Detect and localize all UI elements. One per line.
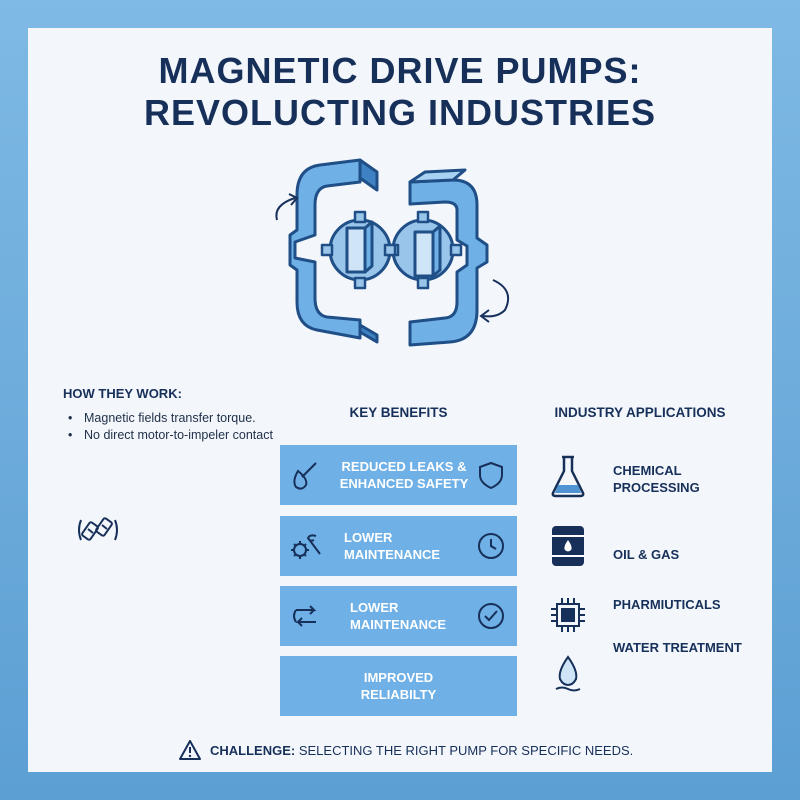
warning-icon <box>179 740 201 760</box>
oil-barrel-icon <box>552 526 584 566</box>
challenge-note: CHALLENGE: SELECTING THE RIGHT PUMP FOR … <box>178 738 633 762</box>
app-label-oil-gas: OIL & GAS <box>613 547 680 562</box>
transfer-arrows-icon <box>293 605 317 627</box>
infographic-card <box>28 28 772 772</box>
clock-icon <box>478 533 504 559</box>
how-they-work-heading: HOW THEY WORK: <box>63 386 182 401</box>
challenge-prefix: CHALLENGE: <box>210 742 296 758</box>
app-label-water: WATER TREATMENT <box>613 640 742 655</box>
checkmark-icon <box>478 603 504 629</box>
page-title: MAGNETIC DRIVE PUMPS: REVOLUCTING INDUST… <box>0 50 800 134</box>
title-line-2: REVOLUCTING INDUSTRIES <box>143 92 657 133</box>
leak-drop-icon <box>293 462 317 490</box>
benefit-label: REDUCED LEAKS &ENHANCED SAFETY <box>339 459 469 491</box>
app-label-pharma: PHARMIUTICALS <box>613 597 721 612</box>
benefit-reduced-leaks: REDUCED LEAKS &ENHANCED SAFETY <box>280 445 517 505</box>
industry-applications-heading: INDUSTRY APPLICATIONS <box>554 405 726 420</box>
flask-icon <box>551 455 585 498</box>
microchip-icon <box>551 598 585 632</box>
challenge-text: SELECTING THE RIGHT PUMP FOR SPECIFIC NE… <box>295 742 634 758</box>
how-item: No direct motor-to-impeler contact <box>66 427 296 444</box>
key-benefits-heading: KEY BENEFITS <box>349 405 448 420</box>
magnetic-coupling-illustration <box>275 158 509 347</box>
shield-icon <box>479 461 503 490</box>
title-line-1: MAGNETIC DRIVE PUMPS: <box>158 50 642 91</box>
magnet-coupling-icon <box>78 517 118 541</box>
gear-wrench-icon <box>291 534 321 559</box>
how-item: Magnetic fields transfer torque. <box>66 410 296 427</box>
how-they-work-list: Magnetic fields transfer torque. No dire… <box>66 410 296 444</box>
water-drop-icon <box>555 655 581 692</box>
